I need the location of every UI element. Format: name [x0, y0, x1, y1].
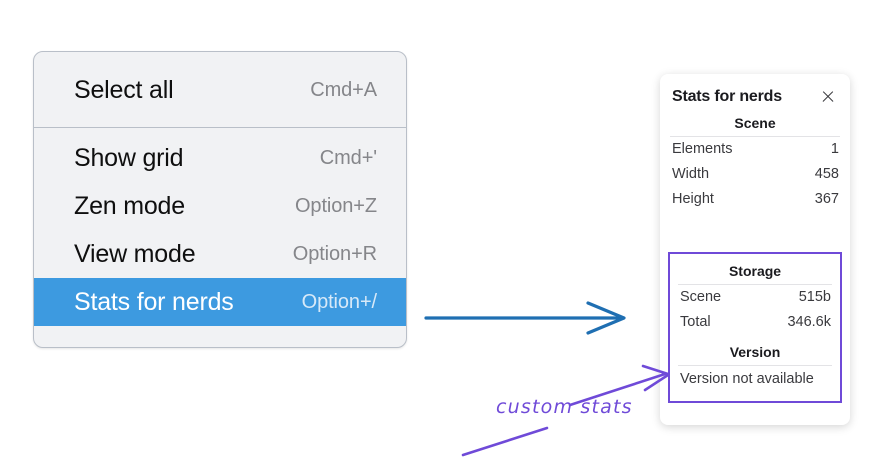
stat-label: Scene — [680, 289, 722, 305]
blue-arrow — [424, 301, 626, 335]
scene-section-heading: Scene — [734, 115, 776, 131]
menu-item-shortcut: Cmd+' — [319, 146, 377, 169]
stat-value: 346.6k — [787, 314, 831, 330]
stats-panel-header: Stats for nerds — [660, 74, 850, 106]
menu-item-label: Show grid — [74, 143, 184, 172]
menu-item-shortcut: Option+Z — [294, 194, 377, 217]
stats-for-nerds-panel: Stats for nerds Scene Elements 1 Width 4… — [660, 74, 850, 425]
stat-label: Total — [680, 314, 711, 330]
annotation-label-custom-stats: custom stats — [496, 396, 633, 418]
stat-row: Scene 515b — [670, 285, 840, 310]
stat-row: Elements 1 — [660, 137, 850, 162]
menu-item-shortcut: Option+/ — [301, 290, 377, 313]
stat-value: 458 — [814, 166, 839, 182]
scene-section-rule — [670, 136, 840, 137]
version-text: Version not available — [680, 371, 814, 387]
menu-item-show-grid[interactable]: Show grid Cmd+' — [34, 134, 406, 182]
menu-item-label: Zen mode — [74, 191, 185, 220]
stat-row: Total 346.6k — [670, 310, 840, 335]
storage-section-rule — [678, 284, 832, 285]
purple-underline-stroke — [461, 426, 549, 457]
version-section-heading: Version — [729, 344, 781, 360]
menu-group-1: Select all Cmd+A — [34, 52, 406, 127]
menu-item-shortcut: Option+R — [292, 242, 377, 265]
context-menu[interactable]: Select all Cmd+A Show grid Cmd+' Zen mod… — [33, 51, 407, 348]
stat-value: 1 — [830, 141, 839, 157]
custom-stats-highlight-box: Storage Scene 515b Total 346.6k Version … — [668, 252, 842, 403]
menu-item-view-mode[interactable]: View mode Option+R — [34, 230, 406, 278]
stat-row: Width 458 — [660, 162, 850, 187]
menu-separator — [34, 127, 406, 128]
storage-section-heading: Storage — [728, 263, 782, 279]
menu-item-label: Select all — [74, 75, 174, 104]
menu-item-shortcut: Cmd+A — [310, 78, 377, 101]
stat-value: 515b — [798, 289, 831, 305]
stat-label: Elements — [672, 141, 733, 157]
stats-panel-title: Stats for nerds — [672, 88, 782, 105]
menu-item-label: Stats for nerds — [74, 287, 234, 316]
stat-label: Height — [672, 191, 714, 207]
close-icon[interactable] — [820, 89, 836, 105]
stat-row: Height 367 — [660, 187, 850, 212]
menu-item-label: View mode — [74, 239, 196, 268]
menu-item-zen-mode[interactable]: Zen mode Option+Z — [34, 182, 406, 230]
menu-item-stats-for-nerds[interactable]: Stats for nerds Option+/ — [34, 278, 406, 326]
menu-item-select-all[interactable]: Select all Cmd+A — [34, 66, 406, 114]
menu-group-2: Show grid Cmd+' Zen mode Option+Z View m… — [34, 128, 406, 332]
stat-value: 367 — [814, 191, 839, 207]
stat-label: Width — [672, 166, 710, 182]
version-section-rule — [678, 365, 832, 366]
